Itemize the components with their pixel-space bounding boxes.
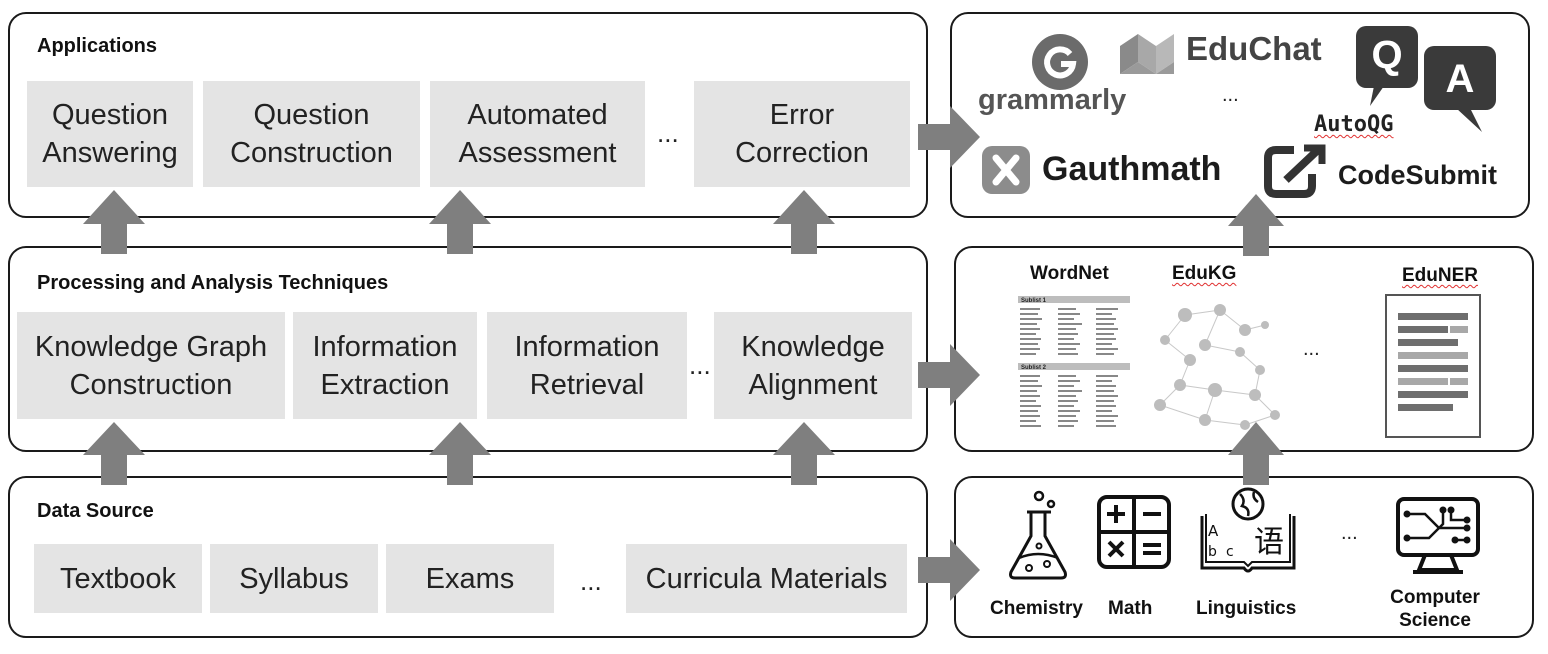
eduner-label: EduNER (1402, 265, 1478, 286)
tools-ellipsis: ... (1222, 84, 1239, 106)
app-error-correction: Error Correction (694, 81, 910, 187)
wordnet-sublist-thumbnail: Sublist 1 Sublist 2 (1018, 296, 1130, 427)
proc-knowledge-alignment: Knowledge Alignment (714, 312, 912, 419)
proc-kg-construction: Knowledge Graph Construction (17, 312, 285, 419)
applications-title: Applications (37, 35, 158, 57)
linguistics-label: Linguistics (1196, 598, 1297, 619)
wordnet-label: WordNet (1030, 263, 1109, 284)
computer-science-label: Computer Science (1390, 587, 1480, 631)
svg-text:c: c (1226, 544, 1234, 560)
applications-ellipsis: ... (657, 118, 679, 148)
svg-text:A: A (1208, 522, 1219, 540)
processing-title: Processing and Analysis Techniques (37, 272, 389, 294)
ds-curricula-materials: Curricula Materials (626, 544, 907, 613)
grammarly-logo-icon (1032, 34, 1088, 90)
ds-syllabus: Syllabus (210, 544, 378, 613)
ds-exams: Exams (386, 544, 554, 613)
processing-ellipsis: ... (689, 350, 711, 380)
edukg-graph-thumbnail (1154, 304, 1280, 430)
qa-q-text: Q (1371, 33, 1402, 77)
data-source-title: Data Source (37, 500, 154, 522)
chemistry-label: Chemistry (990, 598, 1083, 619)
math-calculator-icon (1097, 495, 1171, 569)
autoqg-label: AutoQG (1314, 112, 1394, 137)
proc-information-extraction: Information Extraction (293, 312, 477, 419)
sublist1-label: Sublist 1 (1021, 298, 1047, 304)
linguistics-book-icon: A b c 语 (1200, 487, 1296, 573)
codesubmit-label: CodeSubmit (1338, 160, 1497, 190)
gauthmath-label: Gauthmath (1042, 150, 1222, 188)
app-automated-assessment: Automated Assessment (430, 81, 645, 187)
gauthmath-logo-icon (982, 146, 1030, 194)
edukg-label: EduKG (1172, 263, 1237, 284)
qa-a-text: A (1446, 57, 1475, 101)
proc-information-retrieval: Information Retrieval (487, 312, 687, 419)
app-question-answering: Question Answering (27, 81, 193, 187)
educhat-logo-icon (1120, 34, 1174, 74)
eduner-document-icon (1385, 294, 1481, 438)
data-source-ellipsis: ... (580, 566, 602, 596)
chemistry-flask-icon (1009, 490, 1067, 580)
svg-text:b: b (1208, 544, 1217, 560)
resources-ellipsis: ... (1303, 338, 1320, 360)
app-question-construction: Question Construction (203, 81, 420, 187)
computer-science-monitor-icon (1396, 497, 1480, 574)
educhat-label: EduChat (1186, 30, 1322, 67)
svg-text:语: 语 (1254, 525, 1284, 560)
grammarly-label: grammarly (978, 84, 1127, 116)
sublist2-label: Sublist 2 (1021, 365, 1047, 371)
qa-bubbles-icon: Q A (1356, 26, 1496, 132)
codesubmit-logo-icon (1264, 144, 1326, 198)
math-label: Math (1108, 598, 1153, 619)
ds-textbook: Textbook (34, 544, 202, 613)
domains-ellipsis: ... (1341, 522, 1358, 544)
